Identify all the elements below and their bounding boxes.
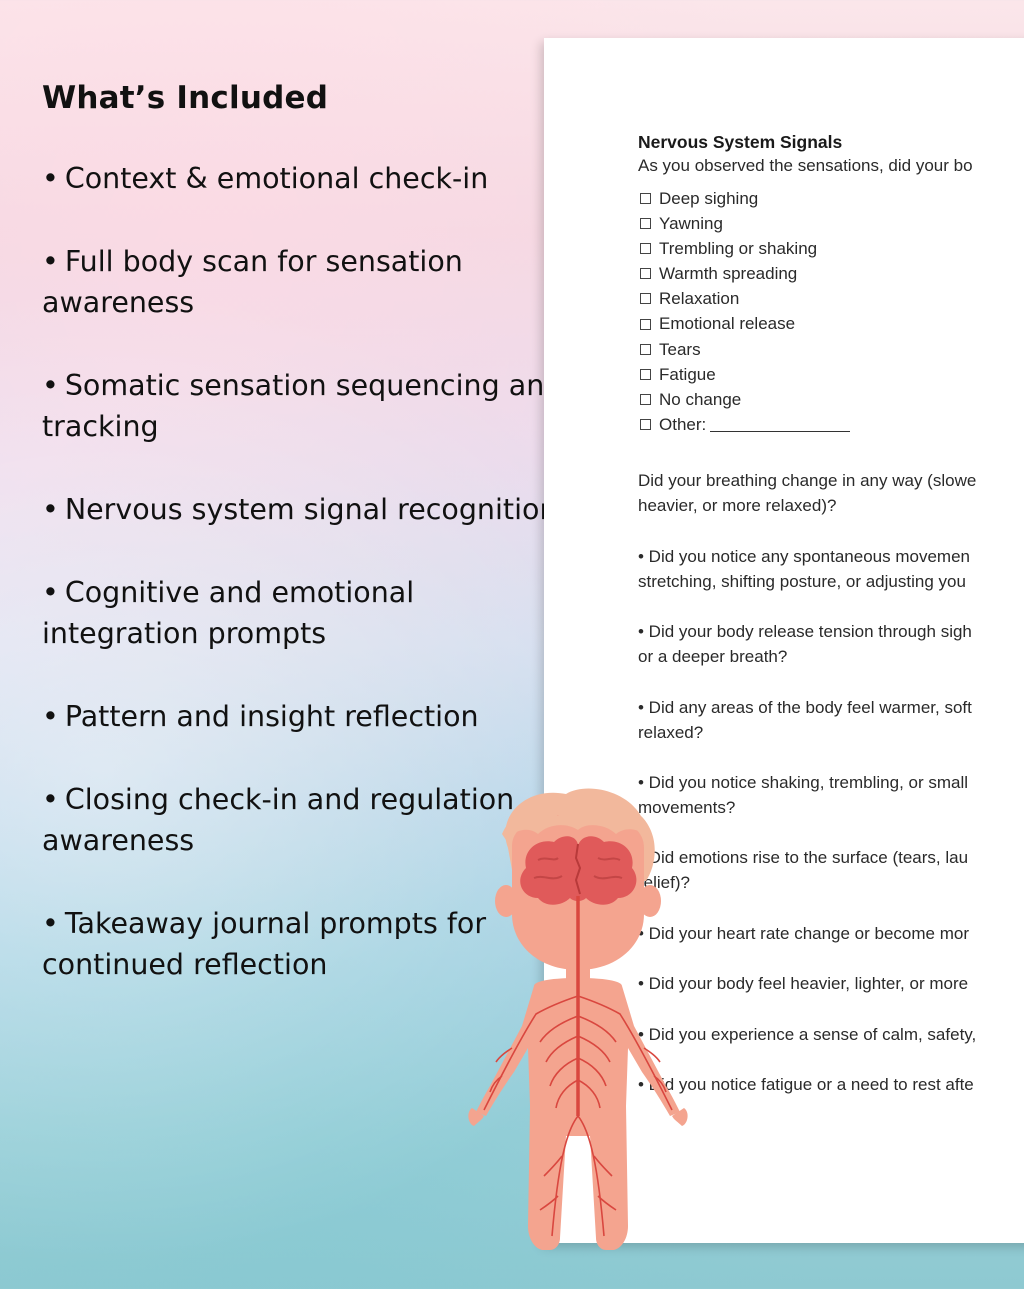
checklist-label: Warmth spreading [659,264,798,284]
feature-list: •Context & emotional check-in •Full body… [42,158,582,985]
question-item: • Did you experience a sense of calm, sa… [638,1022,976,1047]
checkbox-icon[interactable] [640,393,651,405]
feature-text: Closing check-in and regulation [64,783,515,816]
question-line: • Did you experience a sense of calm, sa… [638,1024,977,1044]
feature-text: Takeaway journal prompts for [64,907,487,940]
signal-checklist: Deep sighing Yawning Trembling or shakin… [638,186,1024,437]
bullet: • [42,783,59,816]
question-line: • Did you notice any spontaneous movemen [638,546,970,566]
question-line: • Did any areas of the body feel warmer,… [638,697,972,717]
question-line-continued: stretching, shifting posture, or adjusti… [638,571,966,591]
checklist-label: Deep sighing [659,189,759,208]
nervous-system-figure-icon [466,786,691,1266]
checkbox-icon[interactable] [640,418,651,430]
feature-item: •Full body scan for sensation awareness [42,241,582,323]
checklist-item[interactable]: Emotional release [638,311,1024,336]
checkbox-icon[interactable] [640,343,651,355]
bullet: • [42,576,59,609]
feature-text-continued: integration prompts [42,617,327,650]
checkbox-icon[interactable] [640,268,651,280]
checklist-label: Emotional release [659,314,796,334]
features-panel: What’s Included •Context & emotional che… [42,80,582,1027]
checklist-label: Yawning [659,214,723,234]
feature-text-continued: awareness [42,824,195,857]
feature-text-continued: continued reflection [42,948,328,981]
bullet: • [42,162,59,195]
feature-item: •Context & emotional check-in [42,158,582,199]
question-item: • Did your heart rate change or become m… [638,921,969,946]
checklist-item[interactable]: Other: [638,412,1024,437]
question-item: • Did your body release tension through … [638,619,972,669]
feature-item: •Nervous system signal recognition [42,489,582,530]
checklist-label: Relaxation [659,289,740,309]
worksheet-intro: As you observed the sensations, did your… [638,156,973,175]
checklist-item[interactable]: No change [638,387,1024,412]
bullet: • [42,493,59,526]
question-line-continued: heavier, or more relaxed)? [638,495,837,515]
feature-text: Pattern and insight reflection [64,700,479,733]
question-line-continued: relaxed? [638,722,704,742]
bullet: • [42,907,59,940]
checkbox-icon[interactable] [640,218,651,230]
feature-item: •Takeaway journal prompts for continued r… [42,903,582,985]
other-write-in-line[interactable] [710,417,851,432]
panel-heading: What’s Included [42,80,329,116]
feature-item: •Cognitive and emotional integration prom… [42,572,582,654]
feature-text: Full body scan for sensation [64,245,463,278]
checkbox-icon[interactable] [640,243,651,255]
checklist-label: No change [659,389,742,409]
question-item: • Did you notice shaking, trembling, or … [638,770,968,820]
question-item: • Did any areas of the body feel warmer,… [638,695,972,745]
bullet: • [42,700,59,733]
worksheet-content: Nervous System Signals As you observed t… [638,130,1024,1144]
feature-text: Nervous system signal recognition [64,493,558,526]
feature-item: •Closing check-in and regulation awarenes… [42,779,582,861]
question-line: • Did your body release tension through … [638,621,972,641]
question-line: • Did you notice shaking, trembling, or … [638,772,969,792]
breathing-question: Did your breathing change in any way (sl… [638,468,1024,518]
feature-text: Context & emotional check-in [64,162,489,195]
feature-text-continued: awareness [42,286,195,319]
checkbox-icon[interactable] [640,293,651,305]
checklist-item[interactable]: Trembling or shaking [638,236,1024,261]
feature-text: Cognitive and emotional [64,576,415,609]
feature-item: •Somatic sensation sequencing and trackin… [42,365,582,447]
checklist-label: Other: [659,414,707,434]
checklist-item[interactable]: Fatigue [638,362,1024,387]
question-line-continued: movements? [638,797,736,817]
question-line: • Did your heart rate change or become m… [638,923,970,943]
checklist-label: Fatigue [659,364,716,384]
checklist-item[interactable]: Yawning [638,211,1024,236]
checkbox-icon[interactable] [640,318,651,330]
worksheet-title: Nervous System Signals [638,132,843,152]
checklist-item[interactable]: Tears [638,337,1024,362]
question-list: • Did you notice any spontaneous movemen… [638,544,1024,1144]
question-line: • Did emotions rise to the surface (tear… [638,847,969,867]
feature-text: Somatic sensation sequencing and [64,369,563,402]
question-item: • Did you notice fatigue or a need to re… [638,1072,974,1097]
question-item: • Did you notice any spontaneous movemen… [638,544,970,594]
checkbox-icon[interactable] [640,193,651,205]
checklist-item[interactable]: Deep sighing [638,186,1024,211]
checklist-label: Tears [659,339,701,359]
bullet: • [42,245,59,278]
question-item: • Did your body feel heavier, lighter, o… [638,971,968,996]
checklist-item[interactable]: Warmth spreading [638,261,1024,286]
checklist-item[interactable]: Relaxation [638,286,1024,311]
feature-item: •Pattern and insight reflection [42,696,582,737]
feature-text-continued: tracking [42,410,159,443]
checkbox-icon[interactable] [640,368,651,380]
question-line: • Did you notice fatigue or a need to re… [638,1074,974,1094]
question-line: Did your breathing change in any way (sl… [638,470,977,490]
checklist-label: Trembling or shaking [659,239,818,259]
bullet: • [42,369,59,402]
question-line: • Did your body feel heavier, lighter, o… [638,973,969,993]
question-line-continued: or a deeper breath? [638,646,788,666]
